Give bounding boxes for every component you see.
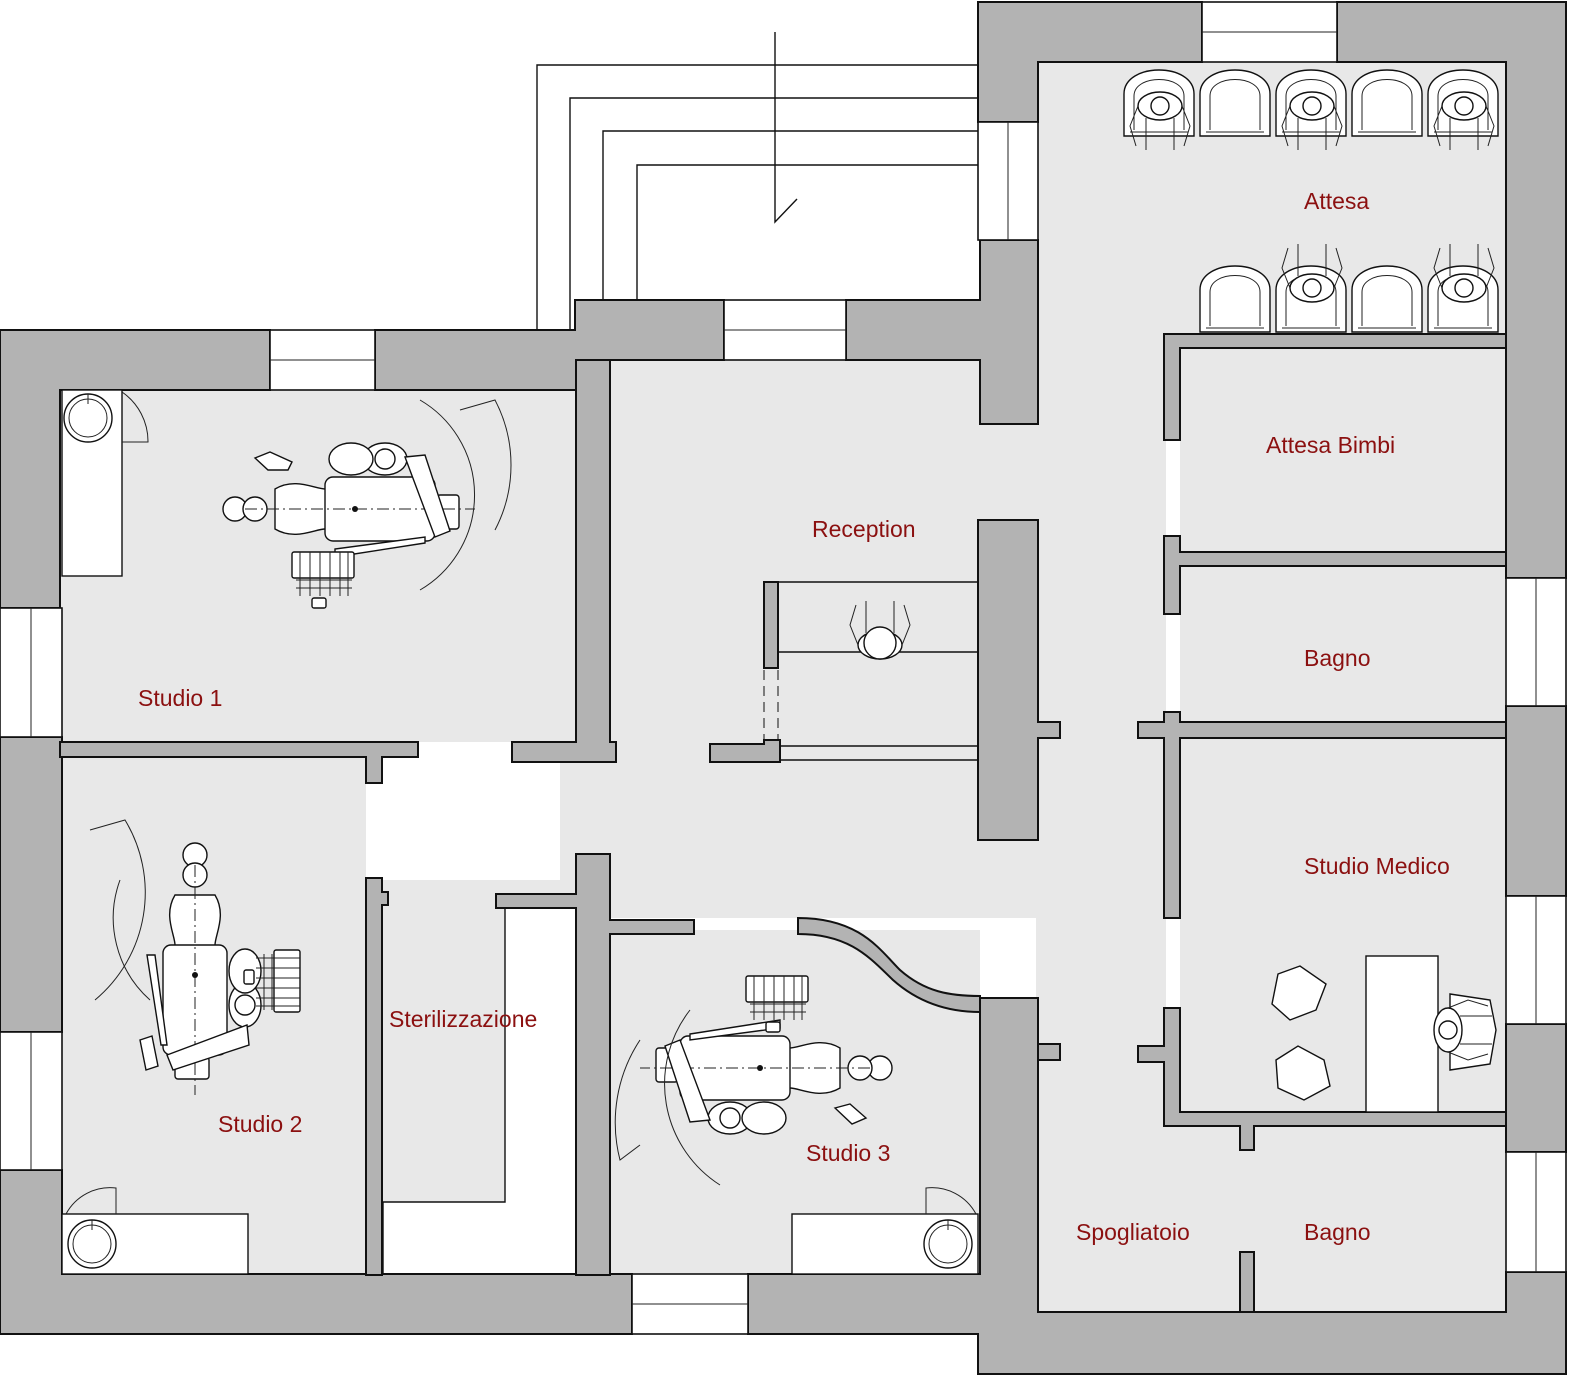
label-attesa-bimbi: Attesa Bimbi [1266, 432, 1395, 458]
label-bagno-2: Bagno [1304, 1219, 1371, 1245]
studio-3-furniture [614, 975, 979, 1275]
label-bagno-1: Bagno [1304, 645, 1371, 671]
entrance-steps [536, 32, 980, 330]
doctor-office-furniture [1271, 955, 1497, 1113]
floor-areas [60, 60, 1506, 1312]
label-studio-1: Studio 1 [138, 685, 222, 711]
label-studio-3: Studio 3 [806, 1140, 890, 1166]
reception-desk [763, 581, 978, 761]
interior-partitions [59, 333, 1507, 1313]
label-sterilizzazione: Sterilizzazione [389, 1006, 537, 1032]
room-labels: Studio 1 Studio 2 Studio 3 Sterilizzazio… [138, 188, 1450, 1245]
label-spogliatoio: Spogliatoio [1076, 1219, 1190, 1245]
label-studio-2: Studio 2 [218, 1111, 302, 1137]
studio-2-furniture [61, 819, 301, 1275]
windows [0, 1, 1567, 1335]
label-studio-medico: Studio Medico [1304, 853, 1450, 879]
label-attesa: Attesa [1304, 188, 1369, 214]
studio-1-furniture [61, 389, 512, 609]
label-reception: Reception [812, 516, 916, 542]
